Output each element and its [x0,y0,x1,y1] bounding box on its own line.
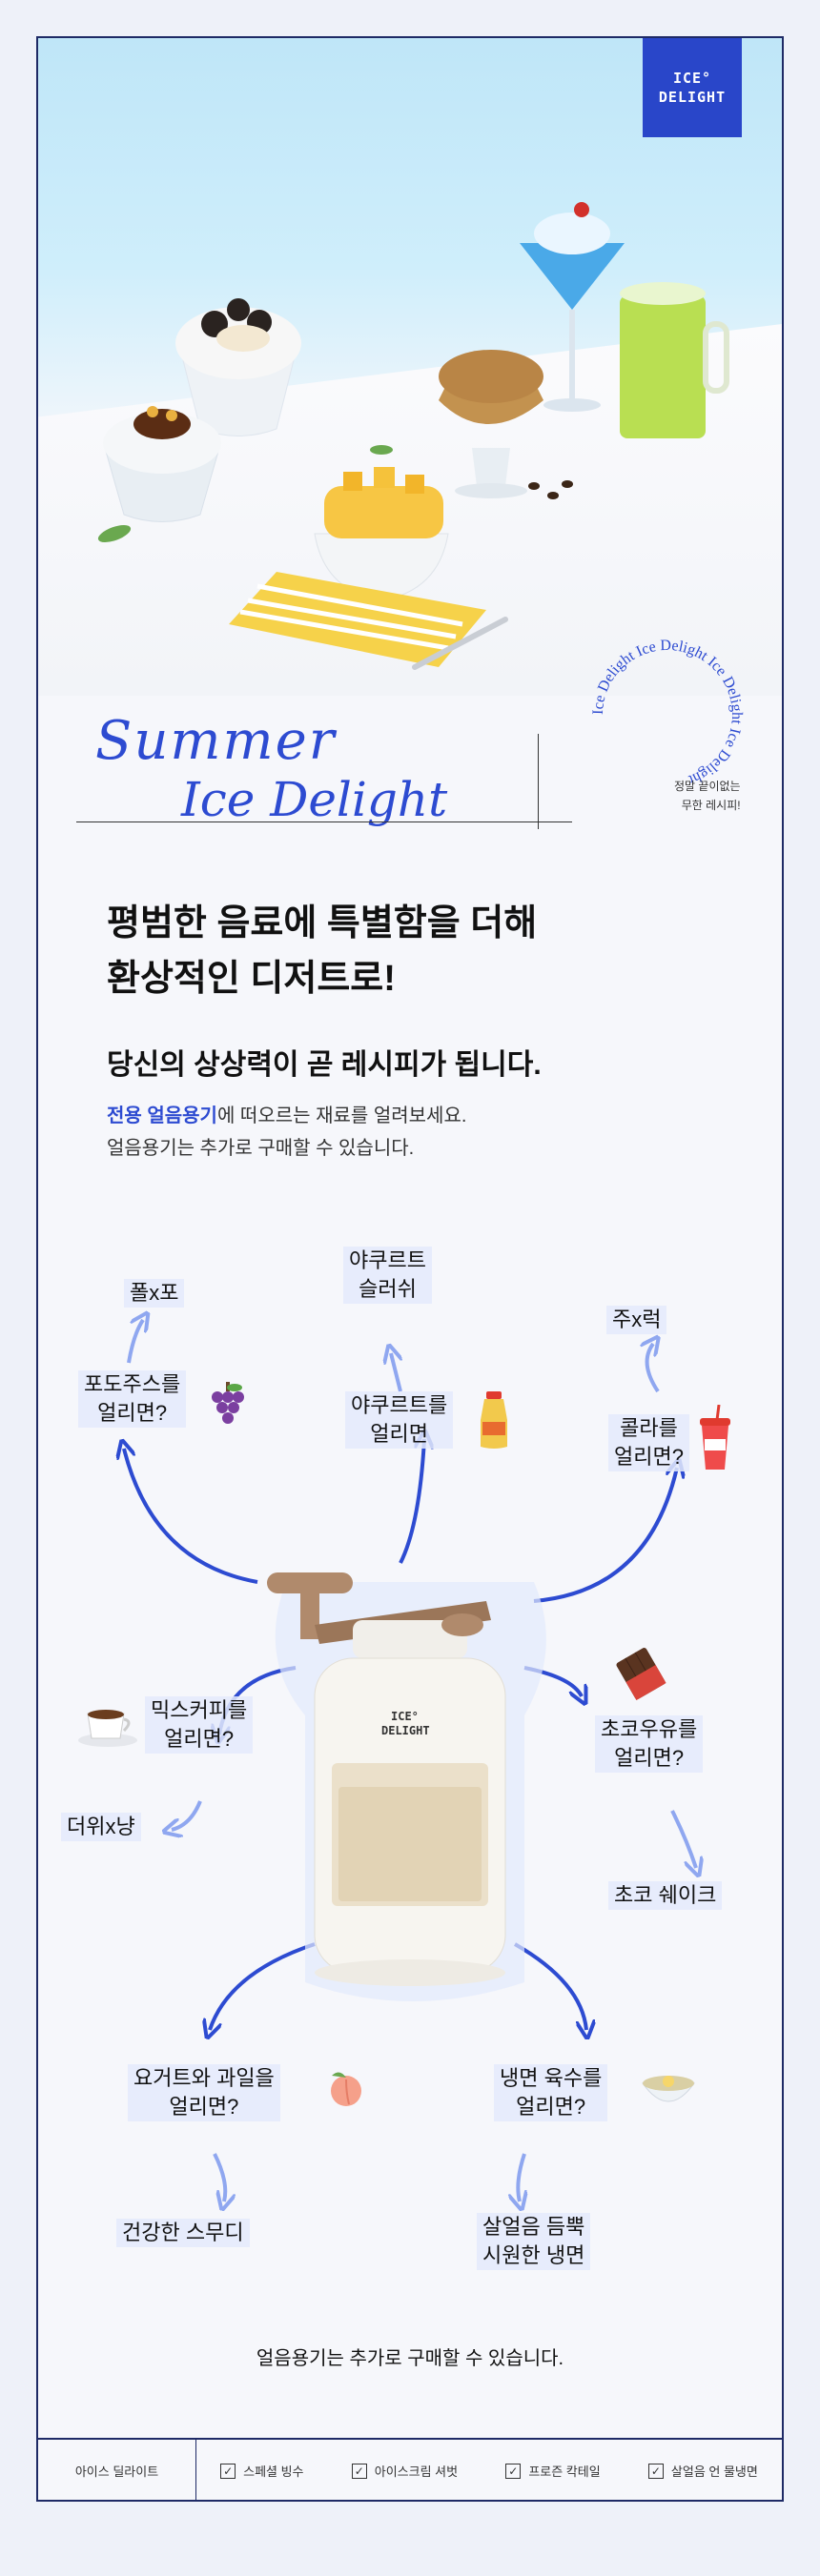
footer-bar: 아이스 딜라이트 ✓ 스페셜 빙수 ✓ 아이스크림 셔벗 ✓ 프로즌 칵테일 ✓ 살얼음… [38,2438,782,2500]
headline-line1: 평범한 음료에 특별함을 더해 [107,903,538,943]
arrow-coffee-result [172,1800,202,1830]
brand-logo-line1: ICE° [672,70,712,87]
naeng-question: 냉면 육수를 얼리면? [494,2064,608,2121]
tagline-line1: 정말 끝이없는 [674,780,741,793]
arrow-yogurt-result [213,2153,225,2201]
yakult-result: 야쿠르트 슬러쉬 [343,1247,432,1304]
ring-badge: Ice Delight Ice Delight Ice Delight Ice … [590,638,745,788]
chocolate-icon [616,1648,666,1700]
arrow-to-grape [124,1449,258,1584]
arrow-to-yakult [399,1439,424,1564]
brand-logo: ICE° DELIGHT [643,38,742,137]
subheadline: 당신의 상상력이 곧 레시피가 됩니다. [107,1049,542,1081]
footer-feature-list: ✓ 스페셜 빙수 ✓ 아이스크림 셔벗 ✓ 프로즌 칵테일 ✓ 살얼음 언 물냉면 [196,2462,782,2480]
cola-cup-icon [700,1405,730,1470]
grape-question: 포도주스를 얼리면? [78,1370,187,1428]
coffee-result: 더위x냥 [61,1813,141,1841]
body-line2: 얼음용기는 추가로 구매할 수 있습니다. [107,1138,415,1159]
arrow-to-yogurt [210,1942,316,2030]
tagline-line2: 무한 레시피! [681,799,741,812]
ice-machine: ICE° DELIGHT [267,1572,546,2001]
brand-logo-line2: DELIGHT [658,89,727,106]
grape-q-line2: 얼리면? [97,1401,168,1425]
intro-body: 전용 얼음용기에 떠오르는 재료를 얼려보세요. 얼음용기는 추가로 구매할 수… [107,1100,466,1165]
noodle-bowl-icon [642,2076,695,2102]
footer-feature-label: 살얼음 언 물냉면 [670,2464,758,2479]
title-divider-h [76,821,572,822]
yogurt-question: 요거트와 과일을 얼리면? [128,2064,280,2121]
cola-question: 콜라를 얼리면? [608,1414,689,1471]
coffee-q-line1: 믹스커피를 [151,1698,248,1722]
grape-icon [212,1382,244,1424]
title-divider-v [538,734,539,829]
arrow-yakult-result [391,1353,400,1392]
yakult-result-line1: 야쿠르트 [349,1248,426,1272]
cola-q-line1: 콜라를 [620,1416,678,1440]
choco-q-line2: 얼리면? [614,1746,685,1770]
arrow-to-cola [533,1468,677,1603]
arrow-choco-result [670,1810,696,1868]
hero-photo: ICE° DELIGHT [38,38,782,696]
choco-result: 초코 쉐이크 [608,1881,723,1910]
arrow-to-naeng [514,1942,586,2030]
check-icon: ✓ [220,2463,236,2479]
headline: 평범한 음료에 특별함을 더해 환상적인 디저트로! [107,896,537,1006]
yakult-question: 야쿠르트를 얼리면 [345,1391,454,1449]
headline-line2: 환상적인 디저트로! [107,959,396,999]
yogurt-result: 건강한 스무디 [116,2219,250,2247]
naeng-q-line2: 얼리면? [516,2095,586,2119]
cola-q-line2: 얼리면? [614,1445,684,1469]
arrow-grape-result [127,1320,143,1364]
coffee-question: 믹스커피를 얼리면? [145,1696,254,1754]
yogurt-q-line1: 요거트와 과일을 [133,2066,275,2090]
check-icon: ✓ [505,2463,522,2479]
bottom-note: 얼음용기는 추가로 구매할 수 있습니다. [256,2348,564,2369]
choco-question: 초코우유를 얼리면? [595,1715,704,1773]
script-title-line1: Summer [95,710,337,772]
yakult-q-line1: 야쿠르트를 [351,1393,448,1417]
footer-feature-label: 스페셜 빙수 [243,2464,304,2479]
coffee-cup-icon [78,1710,137,1747]
coffee-q-line2: 얼리면? [164,1727,235,1751]
check-icon: ✓ [647,2463,664,2479]
footer-feature-item: ✓ 프로즌 칵테일 [505,2462,601,2480]
dessert-illustrations [97,202,729,670]
yogurt-q-line2: 얼리면? [169,2095,239,2119]
footer-feature-label: 프로즌 칵테일 [528,2464,601,2479]
yakult-icon [481,1391,507,1449]
yakult-result-line2: 슬러쉬 [359,1277,417,1301]
naeng-q-line1: 냉면 육수를 [500,2066,603,2090]
machine-logo-line2: DELIGHT [381,1724,430,1737]
tagline: 정말 끝이없는 무한 레시피! [674,777,741,815]
body-rest: 에 떠오르는 재료를 얼려보세요. [216,1105,467,1126]
grape-result: 폴x포 [124,1279,185,1308]
naeng-result-line1: 살얼음 듬뿍 [482,2215,585,2239]
page-frame: ICE° DELIGHT Ice Delight Ice Delight Ice… [36,36,784,2502]
machine-logo-line1: ICE° [391,1710,419,1723]
peach-icon [331,2072,361,2106]
arrow-naeng-result [518,2153,524,2201]
yakult-q-line2: 얼리면 [370,1422,428,1446]
arrow-cola-result [647,1344,658,1393]
naeng-result: 살얼음 듬뿍 시원한 냉면 [477,2213,591,2270]
body-highlight: 전용 얼음용기 [107,1105,217,1126]
footer-brand: 아이스 딜라이트 [38,2440,196,2500]
choco-q-line1: 초코우유를 [601,1717,698,1741]
footer-feature-item: ✓ 스페셜 빙수 [220,2462,304,2480]
footer-feature-item: ✓ 아이스크림 셔벗 [351,2462,459,2480]
naeng-result-line2: 시원한 냉면 [482,2243,585,2267]
script-title-line2: Ice Delight [181,772,448,827]
grape-q-line1: 포도주스를 [84,1372,181,1396]
check-icon: ✓ [351,2463,367,2479]
footer-feature-item: ✓ 살얼음 언 물냉면 [647,2462,758,2480]
cola-result: 주x럭 [606,1306,667,1334]
footer-feature-label: 아이스크림 셔벗 [374,2464,459,2479]
